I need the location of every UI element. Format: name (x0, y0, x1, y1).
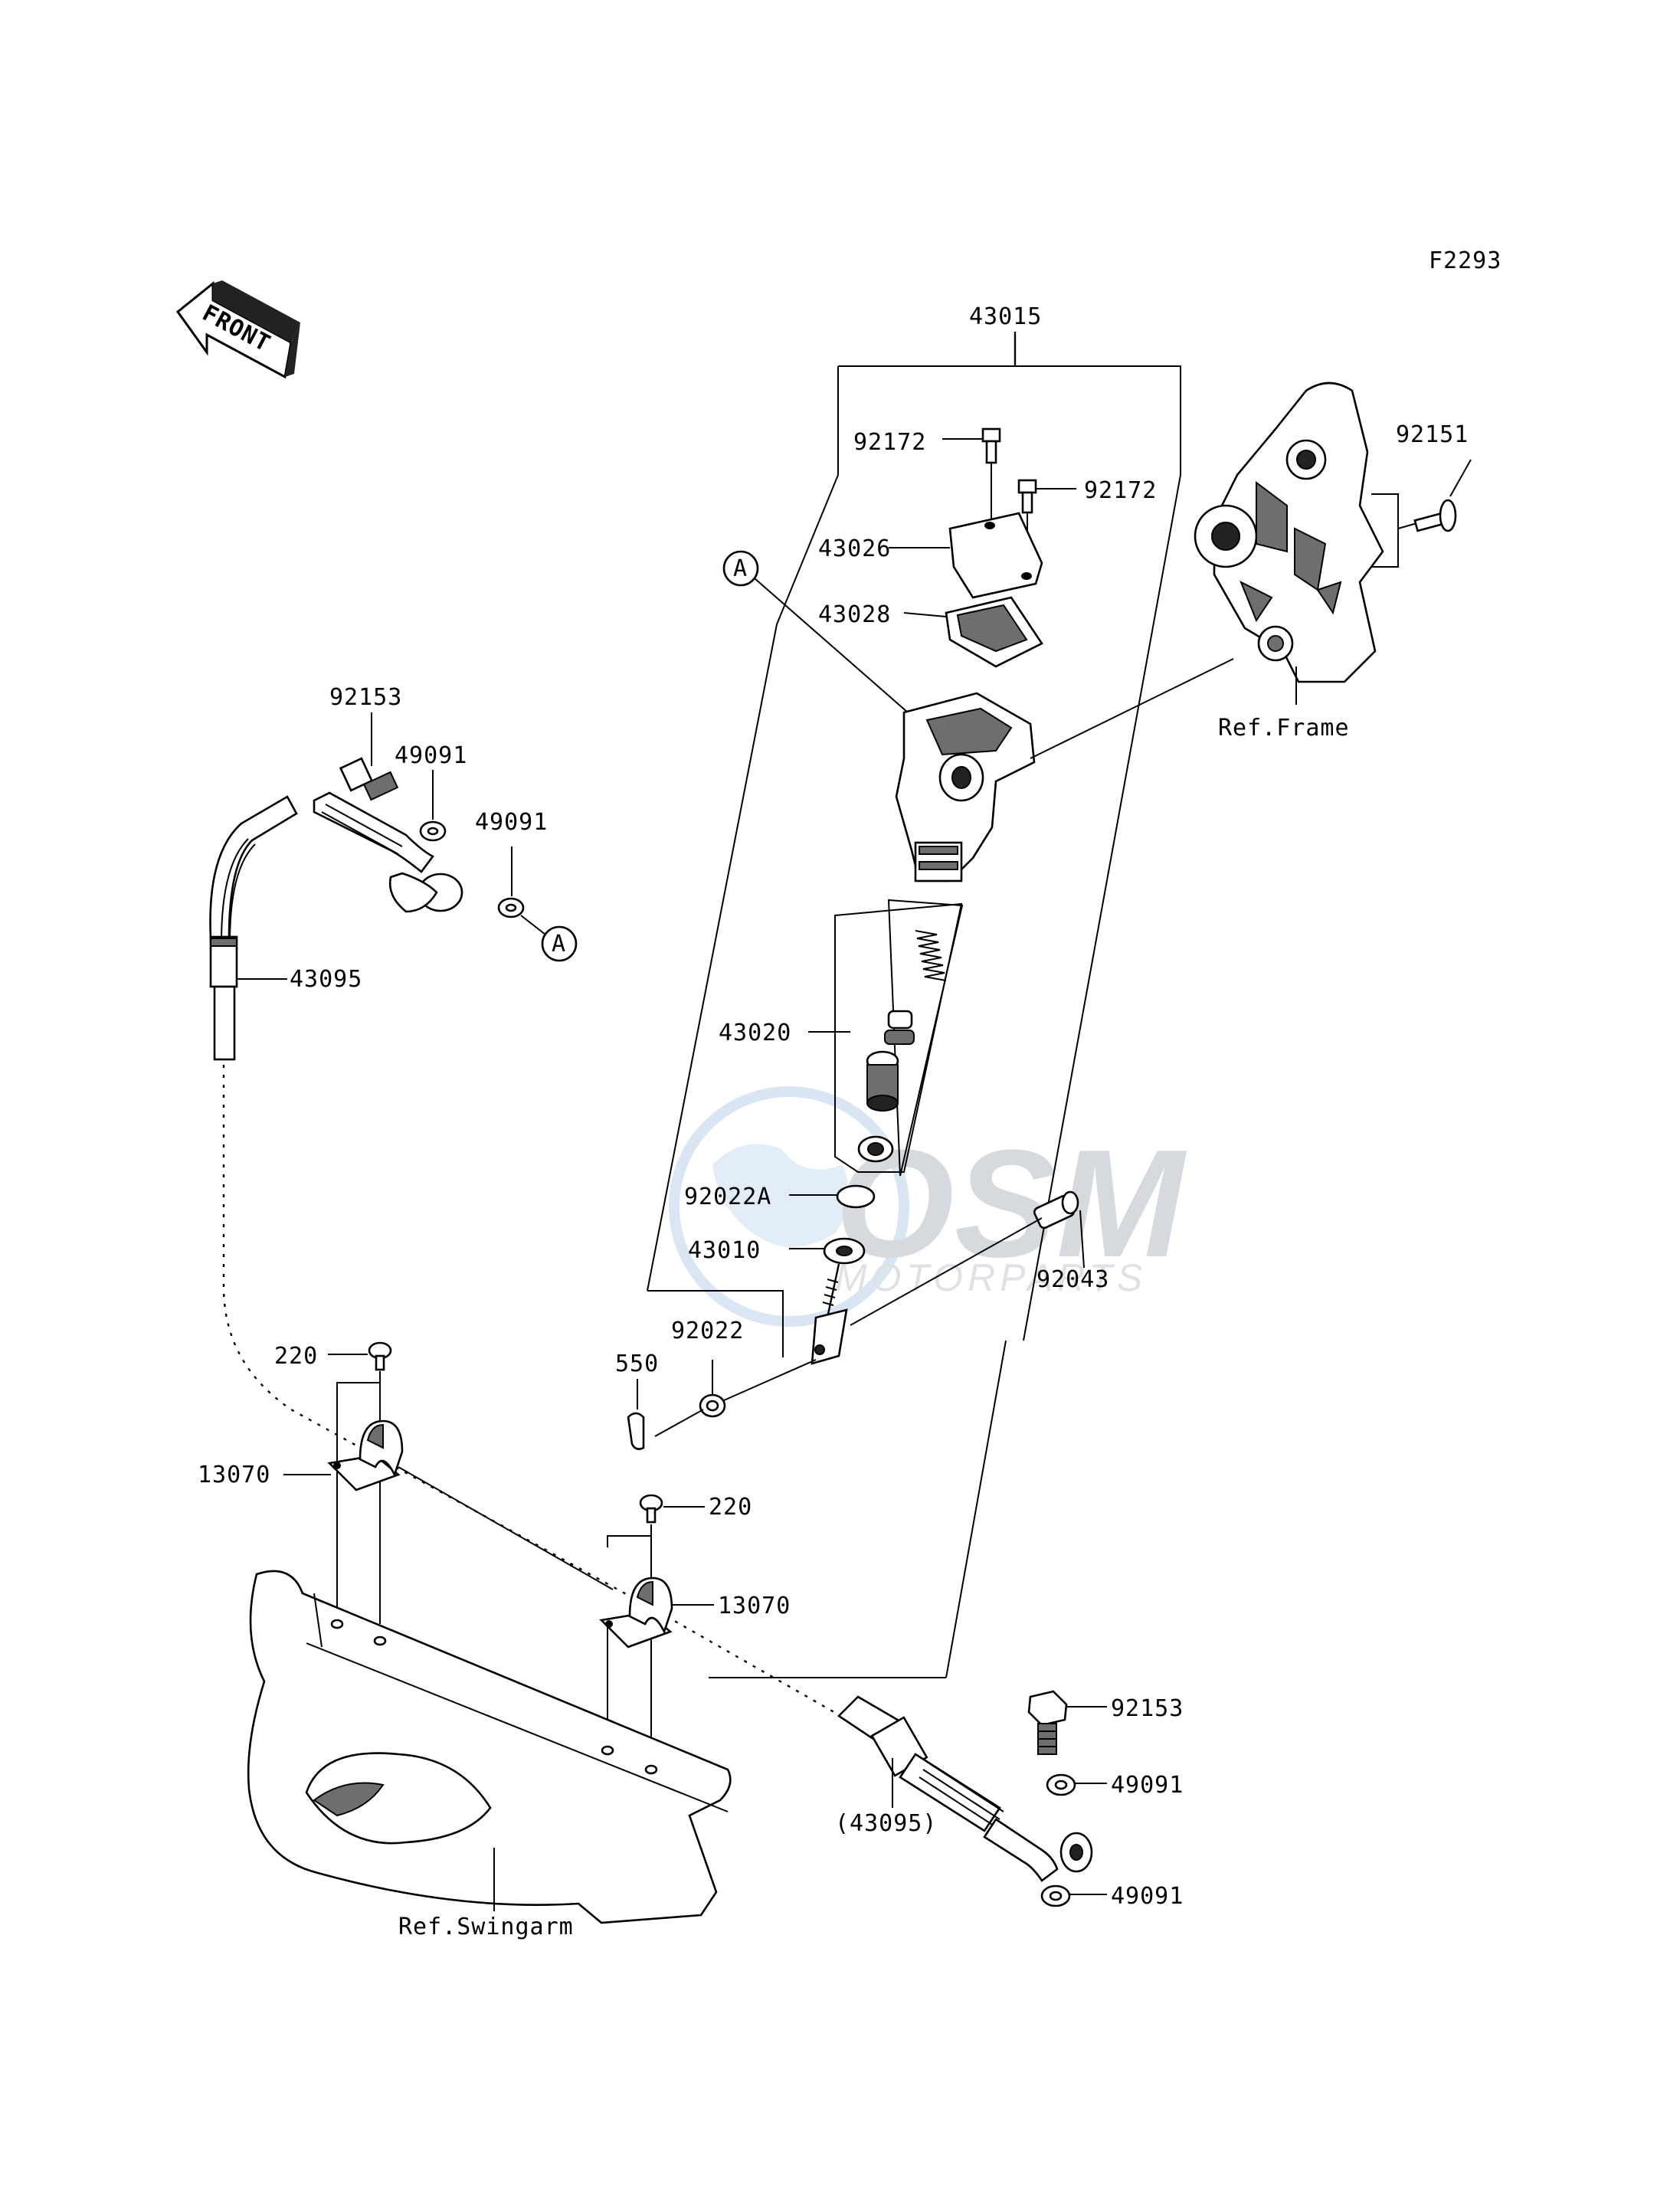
label-43020: 43020 (719, 1020, 791, 1046)
callout-a-lower: A (541, 925, 578, 962)
watermark-continent-icon (712, 1144, 849, 1247)
frame-reference (1194, 381, 1426, 705)
brake-hose-lower (837, 1695, 1093, 1882)
label-550: 550 (615, 1351, 659, 1377)
label-49091-upper-a: 49091 (395, 742, 467, 769)
washer-49091-lower-a (1046, 1773, 1107, 1796)
watermark-brand: OSM (835, 1118, 1187, 1289)
swingarm-reference (247, 1570, 732, 1924)
swingarm-ref-label: Ref.Swingarm (398, 1914, 574, 1940)
label-43010: 43010 (688, 1237, 761, 1264)
bolt-92151 (1413, 459, 1472, 532)
label-220-right: 220 (709, 1494, 752, 1521)
label-92043: 92043 (1036, 1266, 1109, 1293)
label-92153-lower: 92153 (1111, 1695, 1184, 1722)
screw-92172-a (942, 427, 1001, 521)
label-92172-b: 92172 (1084, 477, 1157, 504)
cotter-pin-550 (627, 1379, 704, 1450)
label-92022A: 92022A (684, 1184, 771, 1210)
master-cylinder-body (895, 658, 1234, 882)
piston-kit-43020 (808, 899, 964, 1177)
label-43026: 43026 (818, 535, 891, 562)
frame-ref-label: Ref.Frame (1218, 715, 1350, 742)
watermark: OSM MOTORPARTS (669, 1086, 1187, 1327)
piston-icon (866, 1050, 899, 1112)
label-92151: 92151 (1396, 421, 1469, 448)
assembly-bracket-43015 (647, 332, 1181, 1678)
banjo-bolt-92153-lower (1027, 1690, 1107, 1755)
callout-a-lower-letter: A (552, 931, 566, 958)
screw-220-left (328, 1341, 392, 1624)
watermark-subtitle: MOTORPARTS (835, 1256, 1147, 1299)
callout-a-upper-letter: A (733, 555, 748, 582)
washer-49091-lower-b (1040, 1884, 1107, 1907)
label-220-left: 220 (274, 1343, 318, 1370)
pin-92043 (850, 1190, 1085, 1326)
label-92022: 92022 (671, 1318, 744, 1344)
label-43095: 43095 (290, 966, 362, 993)
front-arrow-icon: FRONT (175, 280, 300, 379)
label-49091-upper-b: 49091 (475, 809, 548, 836)
callout-a-upper: A (722, 550, 909, 713)
push-rod-43010 (789, 1237, 866, 1365)
figure-code: F2293 (1429, 247, 1502, 274)
washer-92022 (699, 1359, 817, 1418)
banjo-bolt-92153-upper (339, 712, 399, 801)
label-49091-lower-b: 49091 (1111, 1883, 1184, 1910)
label-43015: 43015 (969, 303, 1042, 330)
label-43028: 43028 (818, 601, 891, 628)
clamp-13070-left (283, 1382, 614, 1616)
spring-icon (915, 930, 947, 981)
label-43095-lower: (43095) (835, 1810, 937, 1837)
label-92153-upper: 92153 (329, 684, 402, 711)
label-49091-lower-a: 49091 (1111, 1772, 1184, 1799)
brake-hose-upper (209, 791, 463, 1061)
watermark-globe-icon (669, 1086, 909, 1327)
clamp-13070-right (599, 1535, 714, 1747)
washer-49091-upper-b (497, 846, 546, 935)
diaphragm-43028 (903, 596, 1043, 668)
label-13070-right: 13070 (718, 1593, 791, 1619)
label-92172-a: 92172 (853, 429, 926, 456)
label-13070-left: 13070 (198, 1462, 270, 1488)
washer-49091-upper-a (419, 770, 447, 842)
reservoir-cap-43026 (889, 512, 1043, 599)
circlip-92022A (789, 1184, 876, 1209)
